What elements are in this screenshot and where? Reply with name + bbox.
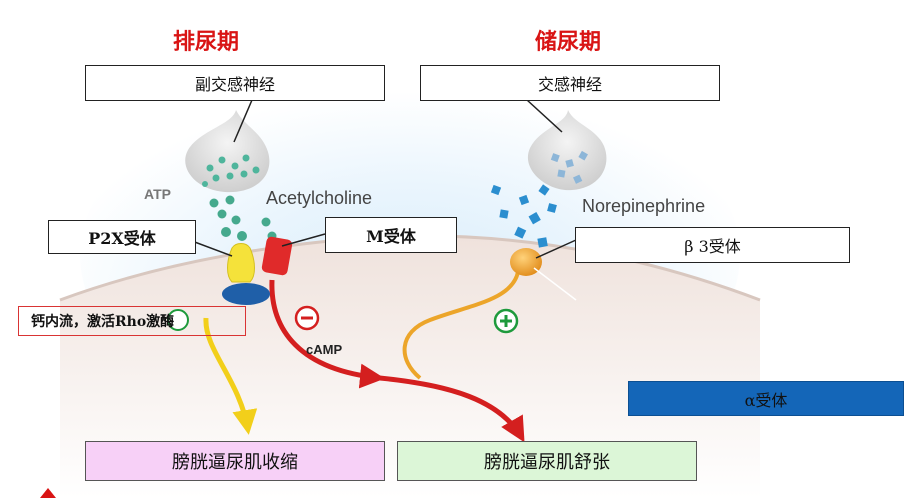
- relaxation-outcome-box: 膀胱逼尿肌舒张: [397, 441, 697, 481]
- parasympathetic-terminal: [185, 110, 270, 193]
- alpha-receptor-box: α受体: [628, 381, 904, 416]
- parasympathetic-nerve-box: 副交感神经: [85, 65, 385, 101]
- voiding-phase-title: 排尿期: [172, 29, 239, 55]
- camp-path-arrow: [379, 375, 525, 443]
- calcium-influx-box: 钙内流，激活Rho激酶: [18, 306, 246, 336]
- contraction-outcome-box: 膀胱逼尿肌收缩: [85, 441, 385, 481]
- ach-vesicles: [202, 154, 260, 187]
- partial-activate-sign: [167, 309, 189, 331]
- m-receptor-path-arrow: [269, 279, 385, 389]
- released-transmitter-dots: [209, 195, 277, 241]
- p2x-receptor: [227, 243, 255, 283]
- m-box-pointer: [281, 233, 326, 247]
- acetylcholine-label: Acetylcholine: [266, 188, 373, 208]
- ion-channel-oval: [222, 283, 270, 305]
- sympathetic-terminal: [527, 110, 607, 191]
- norepinephrine-label: Norepinephrine: [582, 196, 706, 216]
- sympathetic-nerve-box: 交感神经: [420, 65, 720, 101]
- m-receptor-box: M受体: [325, 217, 457, 253]
- beta3-highlight: [533, 267, 577, 301]
- ne-vesicles: [550, 150, 588, 184]
- sympathetic-pointer: [526, 99, 563, 133]
- p2x-path-arrow: [203, 317, 258, 435]
- storage-phase-title: 储尿期: [534, 29, 601, 55]
- p2x-receptor-box: P2X受体: [48, 220, 196, 254]
- camp-label: cAMP: [306, 342, 343, 357]
- norepinephrine-molecules: [490, 184, 557, 248]
- atp-label: ATP: [144, 186, 171, 202]
- beta3-box-pointer: [535, 239, 577, 259]
- parasympathetic-pointer: [233, 99, 253, 143]
- beta3-receptor: [510, 248, 542, 276]
- beta3-path-line: [402, 271, 520, 380]
- m-receptor: [261, 236, 293, 276]
- corner-mark: [40, 488, 56, 498]
- beta3-receptor-box: β 3受体: [575, 227, 850, 263]
